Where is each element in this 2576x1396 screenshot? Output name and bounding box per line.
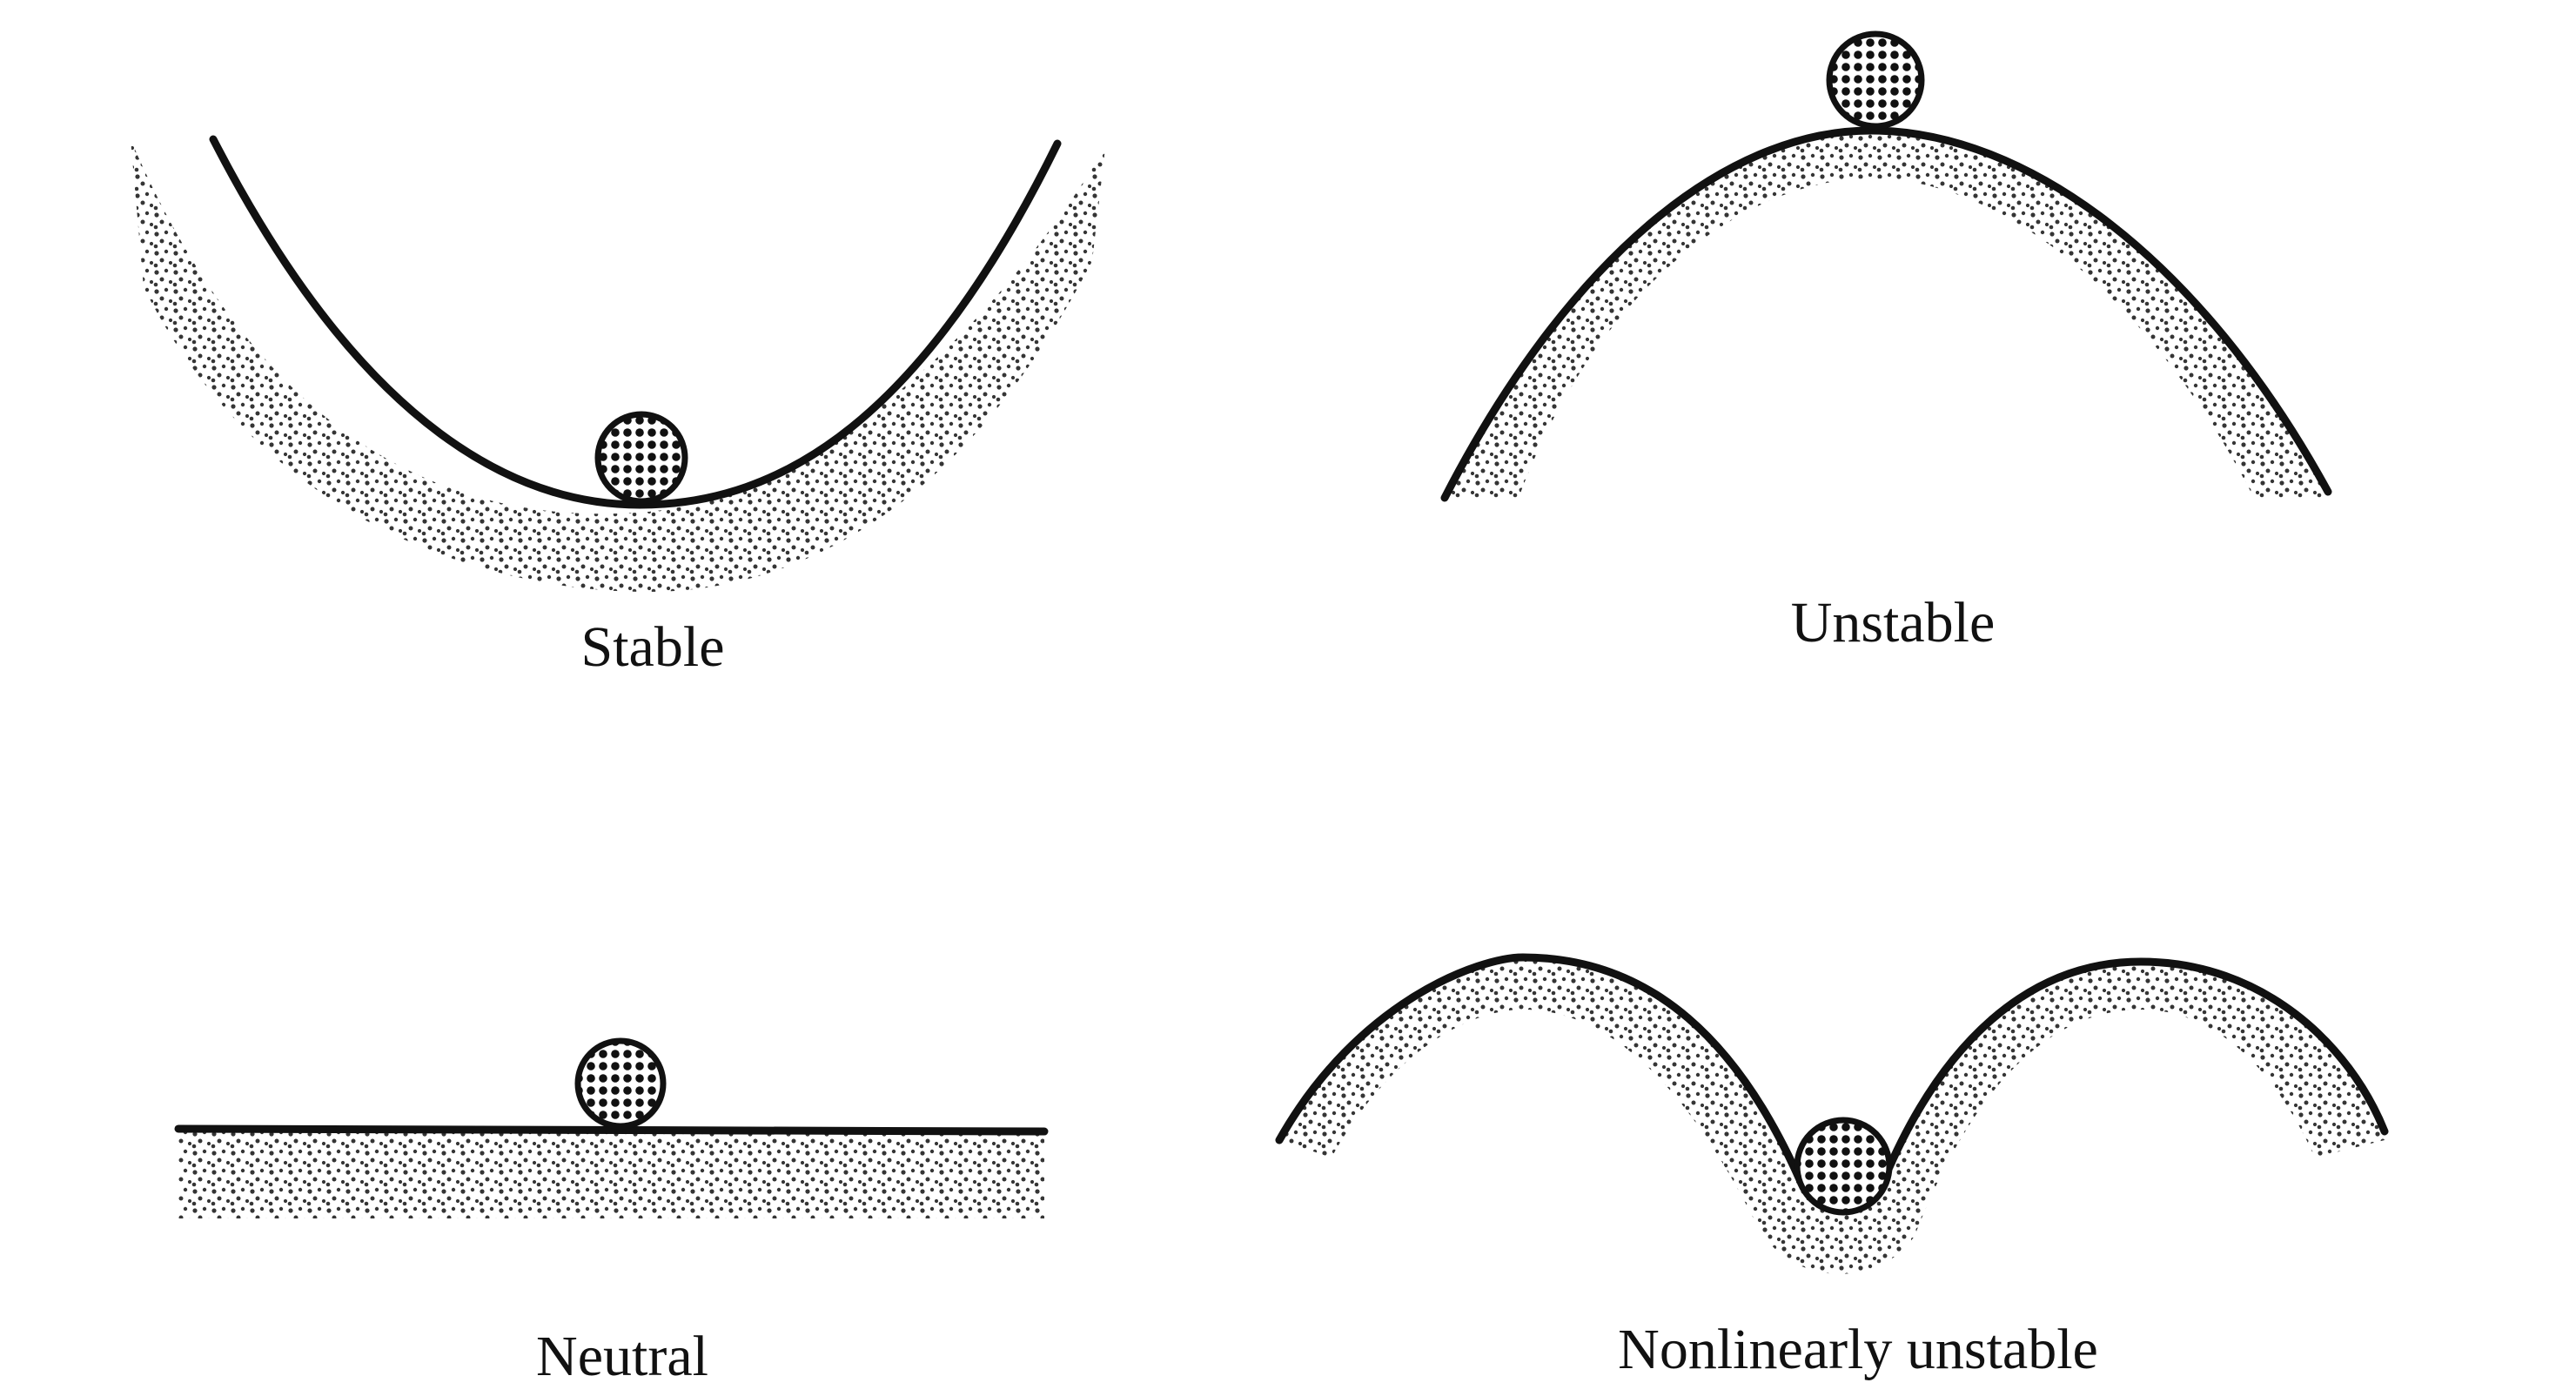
stable-valley-curve — [209, 135, 1062, 509]
stable-label: Stable — [581, 615, 725, 679]
unstable-panel: Unstable — [1440, 30, 2332, 654]
nonlinear-ball — [1794, 1117, 1893, 1216]
neutral-ball — [574, 1037, 667, 1130]
nonlinear-label: Nonlinearly unstable — [1618, 1318, 2098, 1381]
unstable-hill-curve — [1440, 126, 2332, 502]
unstable-ground-shading — [1445, 131, 2328, 498]
neutral-flat-line — [174, 1124, 1049, 1136]
stable-panel: Stable — [131, 135, 1105, 679]
neutral-ground-shading — [178, 1131, 1044, 1218]
neutral-panel: Neutral — [174, 1037, 1049, 1388]
unstable-label: Unstable — [1791, 591, 1996, 654]
nonlinear-panel: Nonlinearly unstable — [1275, 953, 2389, 1381]
stable-ball — [594, 411, 688, 505]
stable-ground-shading — [131, 139, 1105, 592]
neutral-label: Neutral — [536, 1325, 708, 1388]
nonlinear-ground-shading — [1279, 957, 2385, 1274]
unstable-ball — [1826, 30, 1925, 130]
